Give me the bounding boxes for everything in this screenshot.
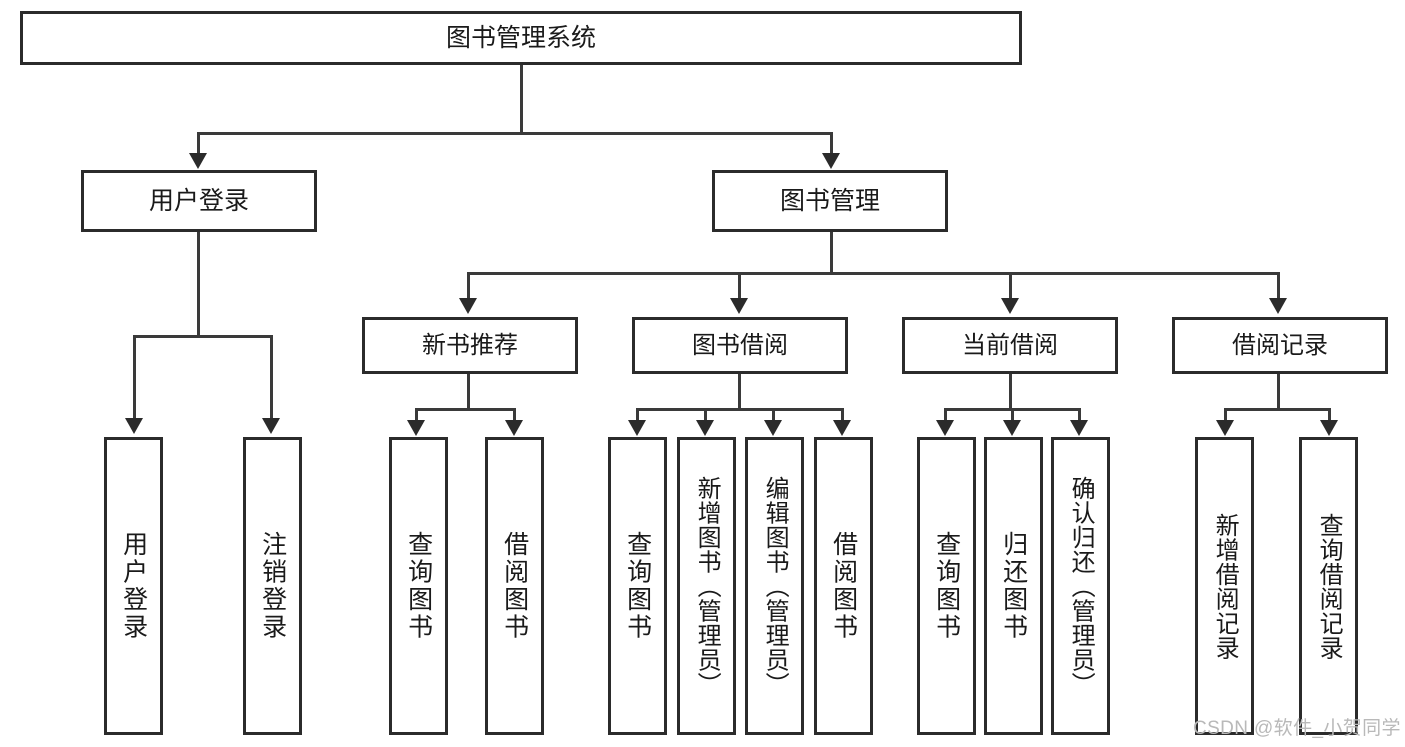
connector-cb-stem xyxy=(1009,374,1012,408)
leaf-query-book-3[interactable]: 查询图书 xyxy=(917,437,976,735)
arrowhead-current-borrow xyxy=(1001,298,1019,314)
connector-book-manage-bar xyxy=(467,272,1280,275)
connector-bm-to-current-borrow xyxy=(1009,272,1012,300)
arrowhead-leaf-query-borrow-record xyxy=(1320,420,1338,436)
leaf-query-book-2[interactable]: 查询图书 xyxy=(608,437,667,735)
node-book-manage[interactable]: 图书管理 xyxy=(712,170,948,232)
leaf-add-borrow-record[interactable]: 新增借阅记录 xyxy=(1195,437,1254,735)
arrowhead-leaf-query-book-3 xyxy=(936,420,954,436)
connector-bb-stem xyxy=(738,374,741,408)
connector-bb-leaf1 xyxy=(636,408,639,422)
arrowhead-new-book-recommend xyxy=(459,298,477,314)
connector-root-to-user-login xyxy=(197,132,200,158)
connector-book-manage-stem xyxy=(830,232,833,272)
arrowhead-leaf-add-borrow-record xyxy=(1216,420,1234,436)
connector-bm-to-book-borrow xyxy=(738,272,741,300)
arrowhead-leaf-query-book-1 xyxy=(407,420,425,436)
connector-br-leaf1 xyxy=(1224,408,1227,422)
connector-cb-leaf1 xyxy=(944,408,947,422)
connector-cb-leaf3 xyxy=(1078,408,1081,422)
connector-bb-leaf2 xyxy=(704,408,707,422)
connector-user-login-stem xyxy=(197,232,200,335)
node-current-borrow[interactable]: 当前借阅 xyxy=(902,317,1118,374)
leaf-borrow-book-2[interactable]: 借阅图书 xyxy=(814,437,873,735)
node-root-title[interactable]: 图书管理系统 xyxy=(20,11,1022,65)
connector-bm-to-borrow-record xyxy=(1277,272,1280,300)
connector-br-leaf2 xyxy=(1328,408,1331,422)
leaf-add-book-admin[interactable]: 新增图书（管理员） xyxy=(677,437,736,735)
arrowhead-leaf-logout-login xyxy=(262,418,280,434)
connector-cb-leaf2 xyxy=(1011,408,1014,422)
connector-nbr-bar xyxy=(415,408,516,411)
arrowhead-leaf-return-book xyxy=(1003,420,1021,436)
connector-user-login-bar xyxy=(133,335,273,338)
connector-bb-bar xyxy=(636,408,844,411)
arrowhead-leaf-confirm-return-admin xyxy=(1070,420,1088,436)
connector-root-bar xyxy=(197,132,833,135)
leaf-logout-login[interactable]: 注销登录 xyxy=(243,437,302,735)
leaf-return-book[interactable]: 归还图书 xyxy=(984,437,1043,735)
arrowhead-book-manage xyxy=(822,153,840,169)
connector-bb-leaf4 xyxy=(841,408,844,422)
leaf-query-borrow-record[interactable]: 查询借阅记录 xyxy=(1299,437,1358,735)
arrowhead-leaf-query-book-2 xyxy=(628,420,646,436)
connector-user-login-leaf1 xyxy=(133,335,136,420)
leaf-user-login[interactable]: 用户登录 xyxy=(104,437,163,735)
connector-bm-to-new-book xyxy=(467,272,470,300)
arrowhead-book-borrow xyxy=(730,298,748,314)
connector-root-stem xyxy=(520,65,523,132)
connector-user-login-leaf2 xyxy=(270,335,273,420)
arrowhead-borrow-record xyxy=(1269,298,1287,314)
node-user-login[interactable]: 用户登录 xyxy=(81,170,317,232)
connector-nbr-leaf2 xyxy=(513,408,516,422)
leaf-query-book-1[interactable]: 查询图书 xyxy=(389,437,448,735)
connector-bb-leaf3 xyxy=(772,408,775,422)
leaf-confirm-return-admin[interactable]: 确认归还（管理员） xyxy=(1051,437,1110,735)
leaf-edit-book-admin[interactable]: 编辑图书（管理员） xyxy=(745,437,804,735)
leaf-borrow-book-1[interactable]: 借阅图书 xyxy=(485,437,544,735)
node-book-borrow[interactable]: 图书借阅 xyxy=(632,317,848,374)
connector-nbr-leaf1 xyxy=(415,408,418,422)
node-borrow-record[interactable]: 借阅记录 xyxy=(1172,317,1388,374)
arrowhead-leaf-edit-book-admin xyxy=(764,420,782,436)
node-new-book-recommend[interactable]: 新书推荐 xyxy=(362,317,578,374)
csdn-watermark: CSDN @软件_小贺同学 xyxy=(1193,718,1401,739)
connector-root-to-book-manage xyxy=(830,132,833,158)
arrowhead-leaf-borrow-book-2 xyxy=(833,420,851,436)
connector-br-stem xyxy=(1277,374,1280,408)
connector-nbr-stem xyxy=(467,374,470,408)
connector-br-bar xyxy=(1224,408,1331,411)
arrowhead-leaf-user-login xyxy=(125,418,143,434)
arrowhead-leaf-borrow-book-1 xyxy=(505,420,523,436)
arrowhead-leaf-add-book-admin xyxy=(696,420,714,436)
arrowhead-user-login xyxy=(189,153,207,169)
